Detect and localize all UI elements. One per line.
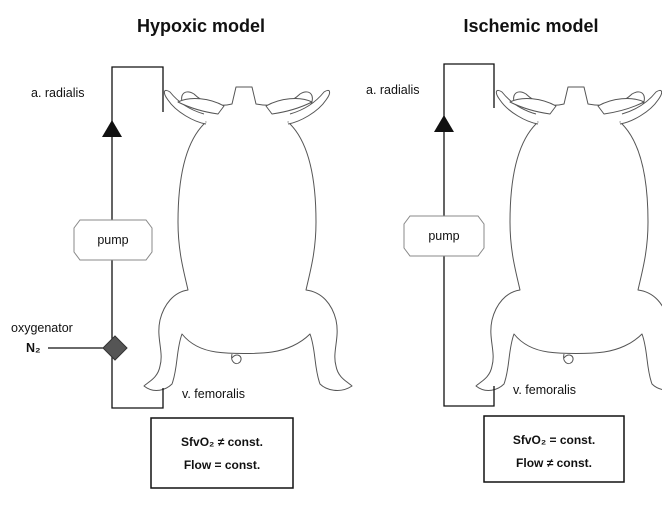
condition-1: SfvO₂ ≠ const.: [181, 435, 263, 449]
panel-title: Ischemic model: [463, 16, 598, 36]
pump-box: pump: [73, 219, 153, 261]
flow-arrow-icon: [102, 120, 122, 137]
ischemic-model-panel: Ischemic model pump a. radialis v. femor…: [366, 16, 662, 483]
pump-label: pump: [428, 229, 459, 243]
vein-label: v. femoralis: [513, 383, 576, 397]
pump-box: pump: [403, 215, 485, 257]
condition-2: Flow = const.: [184, 458, 260, 472]
flow-arrow-icon: [434, 115, 454, 132]
pig-illustration: [143, 86, 353, 391]
gas-label: N₂: [26, 341, 41, 355]
oxygenator-icon: [102, 335, 128, 361]
hypoxic-model-panel: Hypoxic model pump oxygenator N₂ a. radi…: [11, 16, 353, 489]
oxygenator-label: oxygenator: [11, 321, 73, 335]
condition-box: SfvO₂ ≠ const. Flow = const.: [150, 417, 294, 489]
vein-label: v. femoralis: [182, 387, 245, 401]
artery-label: a. radialis: [31, 86, 85, 100]
pump-label: pump: [97, 233, 128, 247]
panel-title: Hypoxic model: [137, 16, 265, 36]
condition-box: SfvO₂ = const. Flow ≠ const.: [483, 415, 625, 483]
condition-2: Flow ≠ const.: [516, 456, 592, 470]
artery-label: a. radialis: [366, 83, 420, 97]
pig-illustration: [475, 86, 662, 391]
condition-1: SfvO₂ = const.: [513, 433, 595, 447]
